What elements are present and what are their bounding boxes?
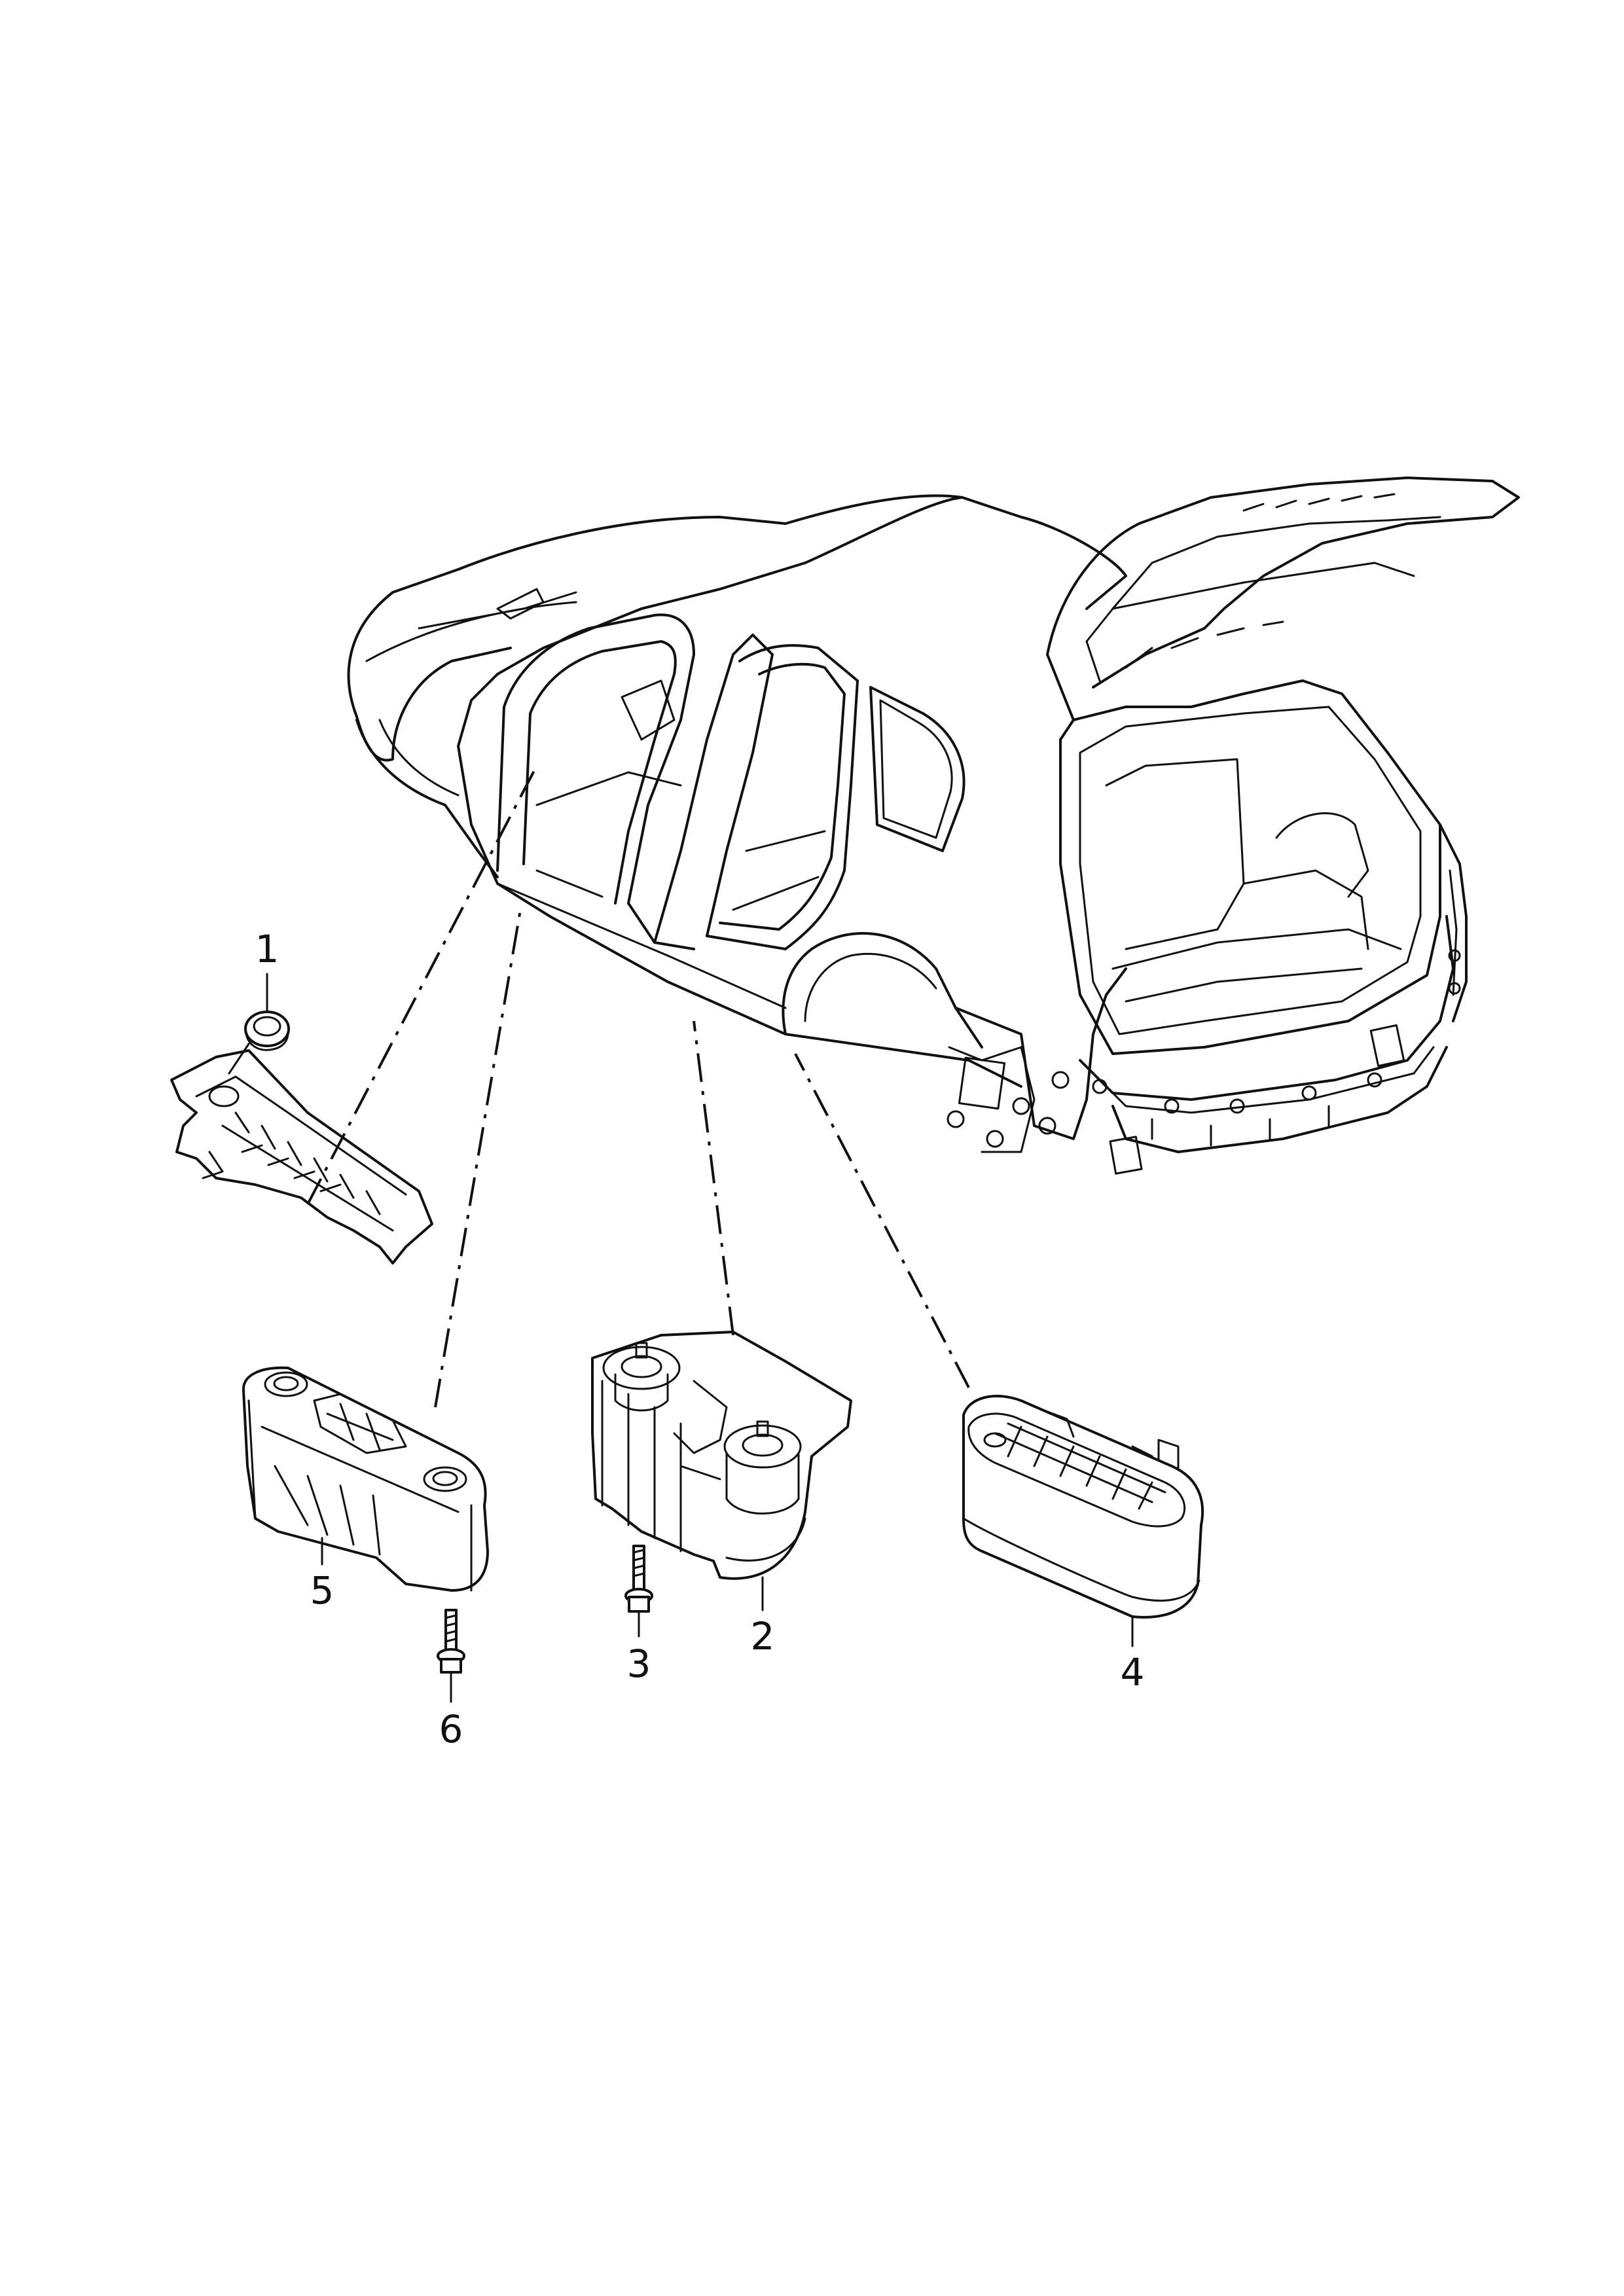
leader-bracket-to-body bbox=[306, 765, 538, 1205]
part-6-bolt bbox=[437, 1609, 465, 1674]
callout-5: 5 bbox=[310, 1568, 334, 1613]
callout-4: 4 bbox=[1121, 1650, 1145, 1695]
part-3-bolt bbox=[624, 1545, 653, 1613]
callouts: 1 2 3 4 5 6 bbox=[255, 927, 1145, 1751]
leader-lines bbox=[306, 765, 970, 1408]
leader-part2-to-body bbox=[693, 1020, 734, 1336]
callout-6: 6 bbox=[439, 1707, 463, 1751]
callout-2: 2 bbox=[751, 1614, 775, 1659]
callout-1: 1 bbox=[255, 927, 280, 971]
part-2-jack-holder bbox=[591, 1331, 852, 1580]
leader-part4-to-body bbox=[794, 1053, 970, 1388]
jack-mount-bracket bbox=[170, 1049, 433, 1265]
callout-3: 3 bbox=[627, 1641, 651, 1686]
leader-part5-to-body bbox=[434, 909, 522, 1408]
part-4-storage-tray bbox=[962, 1395, 1204, 1619]
part-1-plug bbox=[228, 994, 290, 1075]
part-5-foam-insert bbox=[242, 1366, 489, 1592]
vehicle-body-shell bbox=[347, 476, 1520, 1175]
